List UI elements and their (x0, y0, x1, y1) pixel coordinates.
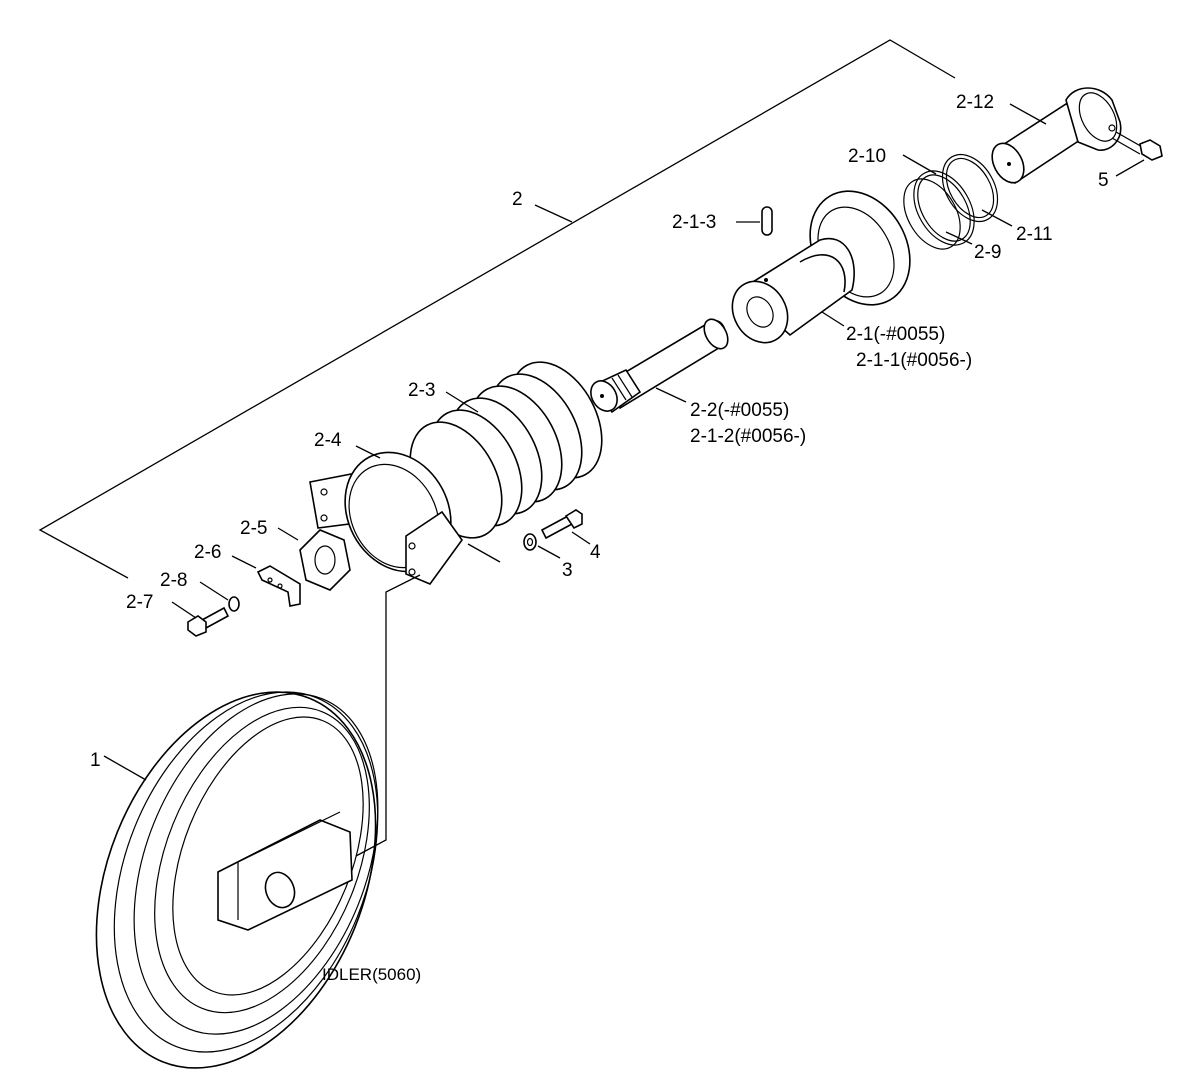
label-2-1-3: 2-1-3 (672, 212, 716, 233)
label-2-8: 2-8 (160, 570, 187, 591)
part-2-9-ring (903, 178, 961, 250)
label-1: 1 (90, 750, 101, 771)
diagram-caption: IDLER(5060) (322, 965, 421, 984)
label-2-10: 2-10 (848, 146, 886, 167)
label-2-3: 2-3 (408, 380, 435, 401)
label-5: 5 (1098, 170, 1109, 191)
label-2-9: 2-9 (974, 242, 1001, 263)
label-2-7: 2-7 (126, 592, 153, 613)
part-2-7-bolt (187, 606, 230, 637)
label-2-6: 2-6 (194, 542, 221, 563)
part-5-bolt (1111, 131, 1163, 161)
part-2-12-pin (991, 87, 1122, 185)
leader-lines (103, 103, 1145, 857)
part-2-1-housing (731, 190, 911, 344)
part-2-11-ring (941, 153, 999, 223)
label-2: 2 (512, 189, 523, 210)
part-2-8-washer (228, 596, 240, 612)
label-2-11: 2-11 (1016, 224, 1053, 245)
part-3-washer (523, 533, 537, 551)
label-2-5: 2-5 (240, 518, 267, 539)
part-2-5-nut (299, 529, 351, 591)
assembly-bracket-2 (38, 39, 956, 579)
label-4: 4 (590, 542, 601, 563)
label-2-2: 2-2(-#0055) (690, 400, 789, 421)
part-1-idler-wheel (95, 691, 379, 1069)
label-2-1-2: 2-1-2(#0056-) (690, 426, 806, 447)
part-4-bolt (540, 509, 583, 540)
label-2-1: 2-1(-#0055) (846, 324, 945, 345)
label-3: 3 (562, 560, 573, 581)
callout-labels: 2 2-12 5 2-10 2-11 2-9 2-1-3 2-1(-#0055)… (90, 92, 1109, 984)
label-2-12: 2-12 (956, 92, 994, 113)
part-2-4-yoke (309, 451, 463, 585)
label-2-4: 2-4 (314, 430, 342, 451)
part-2-6-plate (256, 565, 301, 607)
part-2-1-3-pin (761, 206, 773, 236)
label-2-1-1: 2-1-1(#0056-) (856, 350, 972, 371)
part-2-2-rod (590, 318, 729, 414)
